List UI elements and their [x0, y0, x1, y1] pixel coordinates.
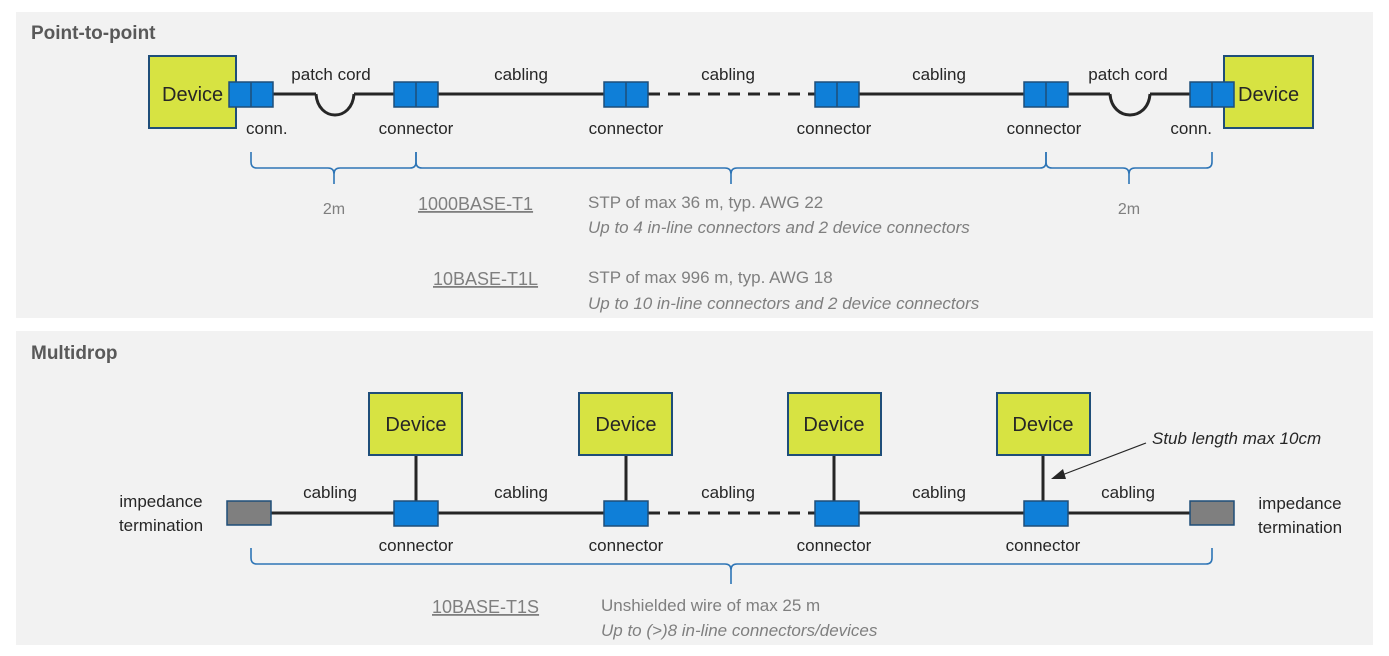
patch-cord-left-loop	[314, 93, 356, 117]
md-cabling-label-3: cabling	[701, 483, 755, 502]
md-connector-3	[814, 500, 860, 527]
connector-label-2: connector	[589, 119, 664, 138]
patch-cord-right-label: patch cord	[1088, 65, 1167, 84]
md-connector-4	[1023, 500, 1069, 527]
md-connector-label-3: connector	[797, 536, 872, 555]
stub-length-arrowhead	[1051, 469, 1066, 479]
point-to-point-title: Point-to-point	[31, 23, 156, 44]
multidrop-title: Multidrop	[31, 343, 118, 364]
device-connector-left	[228, 81, 274, 108]
std-10base-t1l-line1: STP of max 996 m, typ. AWG 18	[588, 268, 833, 287]
dim-left-2m: 2m	[323, 201, 345, 218]
termination-right	[1189, 500, 1235, 526]
device-left-label: Device	[162, 84, 223, 106]
md-device-1-label: Device	[385, 414, 446, 436]
patch-cord-left-label: patch cord	[291, 65, 370, 84]
md-device-2: Device	[578, 392, 673, 456]
md-device-4: Device	[996, 392, 1091, 456]
inline-connector-4	[1023, 81, 1069, 108]
point-to-point-panel	[16, 12, 1373, 318]
device-right: Device	[1223, 55, 1314, 129]
md-cabling-label-5: cabling	[1101, 483, 1155, 502]
connector-label-1: connector	[379, 119, 454, 138]
stub-length-arrow-line	[1061, 442, 1147, 476]
md-connector-label-1: connector	[379, 536, 454, 555]
conn-label-right: conn.	[1170, 119, 1212, 138]
md-connector-label-2: connector	[589, 536, 664, 555]
device-left: Device	[148, 55, 237, 129]
md-device-4-label: Device	[1012, 414, 1073, 436]
brace-left-2m	[250, 152, 417, 184]
brace-center	[415, 152, 1047, 184]
md-device-3: Device	[787, 392, 882, 456]
termination-left	[226, 500, 272, 526]
connector-label-3: connector	[797, 119, 872, 138]
std-10base-t1l-line2: Up to 10 in-line connectors and 2 device…	[588, 294, 980, 313]
connector-label-4: connector	[1007, 119, 1082, 138]
std-1000base-t1-line1: STP of max 36 m, typ. AWG 22	[588, 193, 823, 212]
md-cabling-label-4: cabling	[912, 483, 966, 502]
multidrop-panel	[16, 331, 1373, 645]
inline-connector-1	[393, 81, 439, 108]
std-10base-t1l: 10BASE-T1L	[433, 269, 538, 289]
termination-left-label-2: termination	[119, 516, 203, 535]
conn-label-left: conn.	[246, 119, 288, 138]
inline-connector-2	[603, 81, 649, 108]
std-10base-t1s-line1: Unshielded wire of max 25 m	[601, 596, 820, 615]
md-cabling-label-1: cabling	[303, 483, 357, 502]
termination-left-label-1: impedance	[119, 492, 202, 511]
termination-right-label-1: impedance	[1258, 494, 1341, 513]
std-10base-t1s: 10BASE-T1S	[432, 597, 539, 617]
std-10base-t1s-line2: Up to (>)8 in-line connectors/devices	[601, 621, 878, 640]
termination-right-label-2: termination	[1258, 518, 1342, 537]
md-connector-2	[603, 500, 649, 527]
md-connector-label-4: connector	[1006, 536, 1081, 555]
brace-right-2m	[1045, 152, 1213, 184]
md-connector-1	[393, 500, 439, 527]
md-cabling-label-2: cabling	[494, 483, 548, 502]
device-connector-right	[1189, 81, 1235, 108]
md-brace	[250, 548, 1213, 584]
std-1000base-t1: 1000BASE-T1	[418, 194, 533, 214]
patch-cord-right-loop	[1108, 93, 1152, 117]
md-device-1: Device	[368, 392, 463, 456]
dim-right-2m: 2m	[1118, 201, 1140, 218]
inline-connector-3	[814, 81, 860, 108]
cabling-label-1: cabling	[494, 65, 548, 84]
device-right-label: Device	[1238, 84, 1299, 106]
stub-length-note: Stub length max 10cm	[1152, 429, 1321, 448]
md-device-2-label: Device	[595, 414, 656, 436]
std-1000base-t1-line2: Up to 4 in-line connectors and 2 device …	[588, 218, 970, 237]
cabling-label-3: cabling	[912, 65, 966, 84]
cabling-label-2: cabling	[701, 65, 755, 84]
md-device-3-label: Device	[803, 414, 864, 436]
